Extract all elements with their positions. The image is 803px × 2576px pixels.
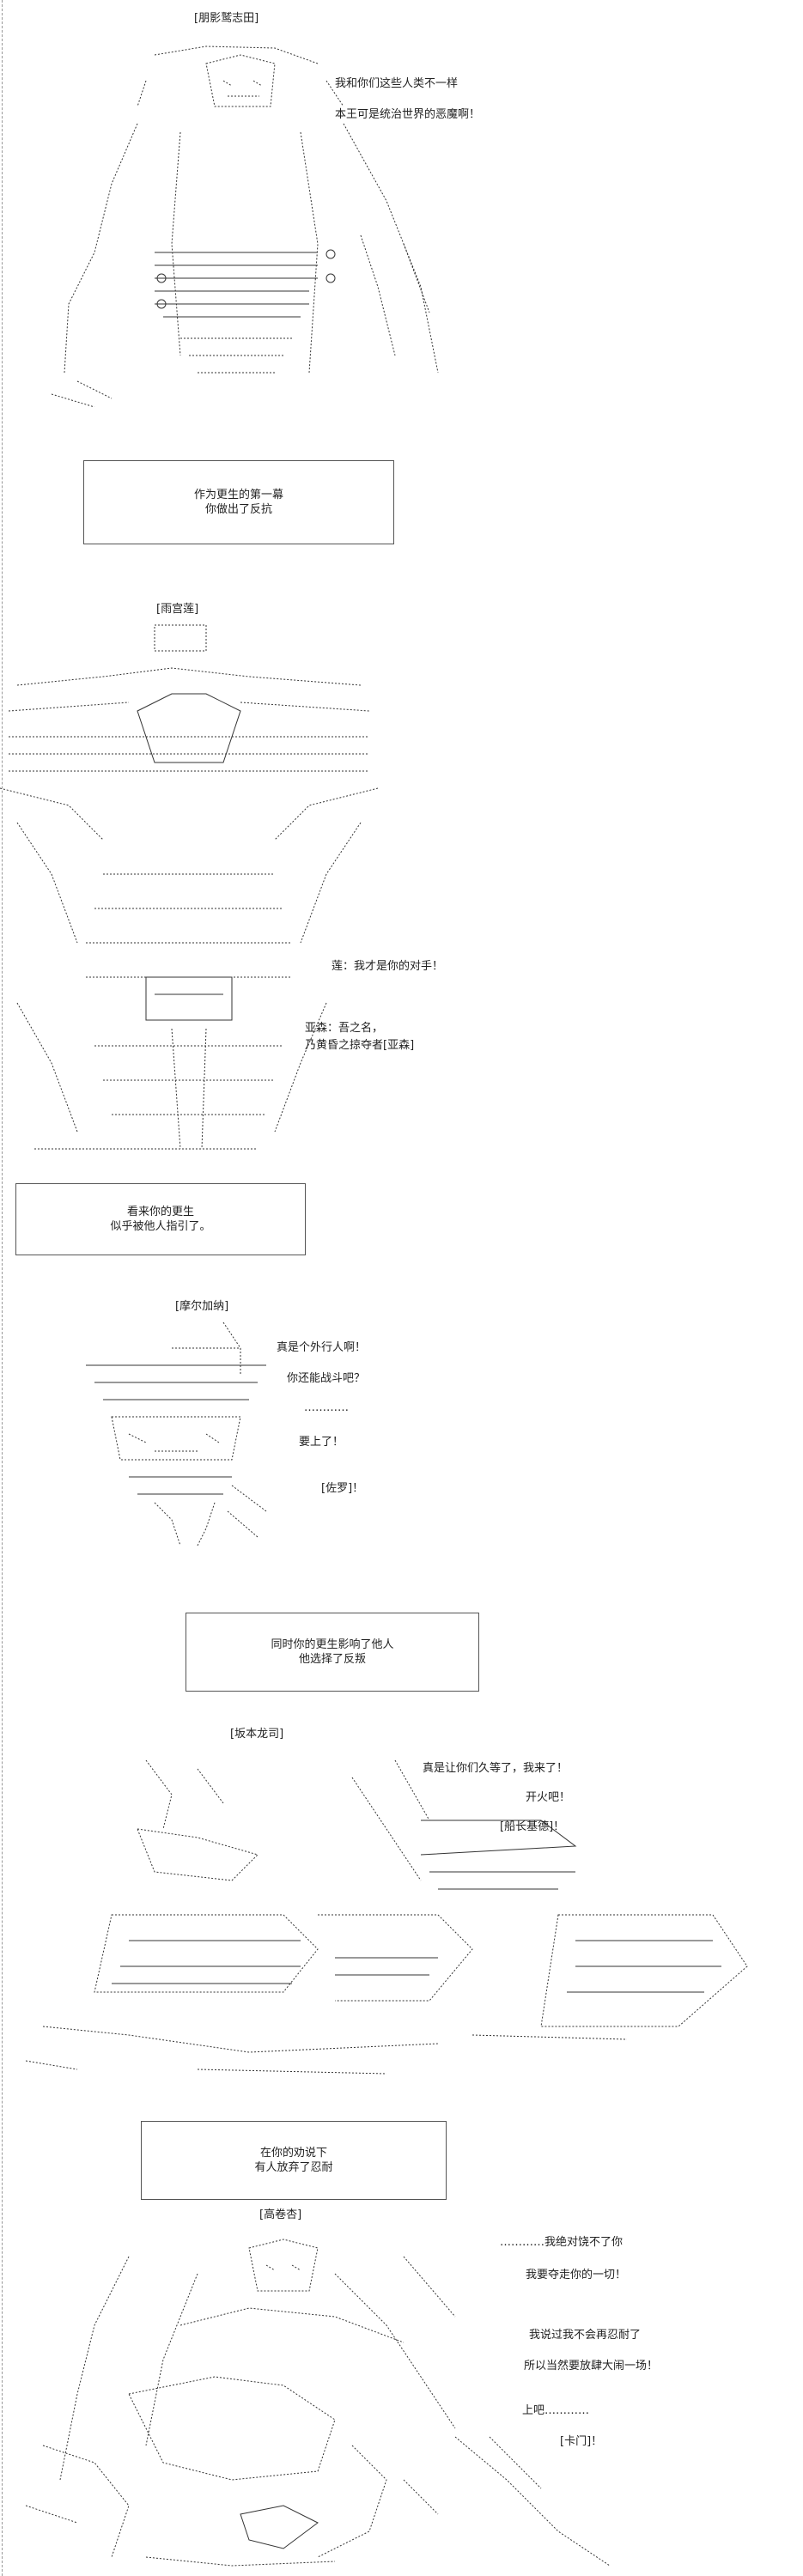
character-name-tag: [高卷杏] xyxy=(259,2208,302,2221)
dialogue-line: 乃黄昏之掠夺者[亚森] xyxy=(305,1039,415,1052)
left-dashed-rule xyxy=(2,0,3,2576)
dialogue-line: 我和你们这些人类不一样 xyxy=(335,77,459,90)
ascii-art-figure xyxy=(34,29,481,407)
dialogue-line: ………… xyxy=(304,1401,349,1414)
caption-line: 似乎被他人指引了。 xyxy=(110,1220,211,1233)
dialogue-line: …………我绝对饶不了你 xyxy=(500,2236,624,2249)
dialogue-line: 你还能战斗吧？ xyxy=(287,1372,366,1385)
narration-caption-box: 看来你的更生 似乎被他人指引了。 xyxy=(15,1183,306,1255)
narration-caption-box: 在你的劝说下 有人放弃了忍耐 xyxy=(141,2121,447,2200)
dialogue-line: [佐罗]！ xyxy=(321,1482,364,1495)
dialogue-line: [船长基德]！ xyxy=(500,1820,565,1833)
ascii-art-figure xyxy=(69,1314,283,1554)
dialogue-line: 本王可是统治世界的恶魔啊！ xyxy=(335,108,481,121)
dialogue-line: 真是个外行人啊！ xyxy=(277,1341,367,1354)
character-name-tag: [坂本龙司] xyxy=(230,1728,284,1741)
caption-line: 同时你的更生影响了他人 xyxy=(271,1638,394,1651)
dialogue-line: 我要夺走你的一切！ xyxy=(526,2269,627,2281)
ascii-art-figure xyxy=(26,2222,627,2574)
dialogue-line: 莲：我才是你的对手！ xyxy=(332,960,444,973)
caption-line: 在你的劝说下 xyxy=(259,2147,327,2160)
character-name-tag: [朋影鹫志田] xyxy=(194,12,259,25)
narration-caption-box: 同时你的更生影响了他人 他选择了反叛 xyxy=(186,1613,479,1692)
caption-line: 他选择了反叛 xyxy=(298,1653,366,1666)
ascii-art-figure xyxy=(26,1743,773,2087)
dialogue-line: 我说过我不会再忍耐了 xyxy=(529,2329,642,2342)
dialogue-line: 上吧………… xyxy=(522,2404,590,2417)
dialogue-line: 亚森：吾之名， xyxy=(305,1022,384,1035)
caption-line: 作为更生的第一幕 xyxy=(193,489,283,501)
caption-line: 你做出了反抗 xyxy=(204,503,272,516)
dialogue-line: 真是让你们久等了，我来了！ xyxy=(423,1762,569,1775)
character-name-tag: [雨宫莲] xyxy=(156,603,199,616)
caption-line: 看来你的更生 xyxy=(126,1206,194,1218)
narration-caption-box: 作为更生的第一幕 你做出了反抗 xyxy=(83,460,394,544)
ascii-art-figure xyxy=(0,617,378,1166)
dialogue-line: 开火吧！ xyxy=(526,1791,571,1804)
dialogue-line: [卡门]！ xyxy=(560,2435,603,2448)
dialogue-line: 所以当然要放肆大闹一场！ xyxy=(524,2360,659,2372)
character-name-tag: [摩尔加纳] xyxy=(175,1300,229,1313)
caption-line: 有人放弃了忍耐 xyxy=(254,2161,333,2174)
dialogue-line: 要上了！ xyxy=(299,1436,344,1449)
